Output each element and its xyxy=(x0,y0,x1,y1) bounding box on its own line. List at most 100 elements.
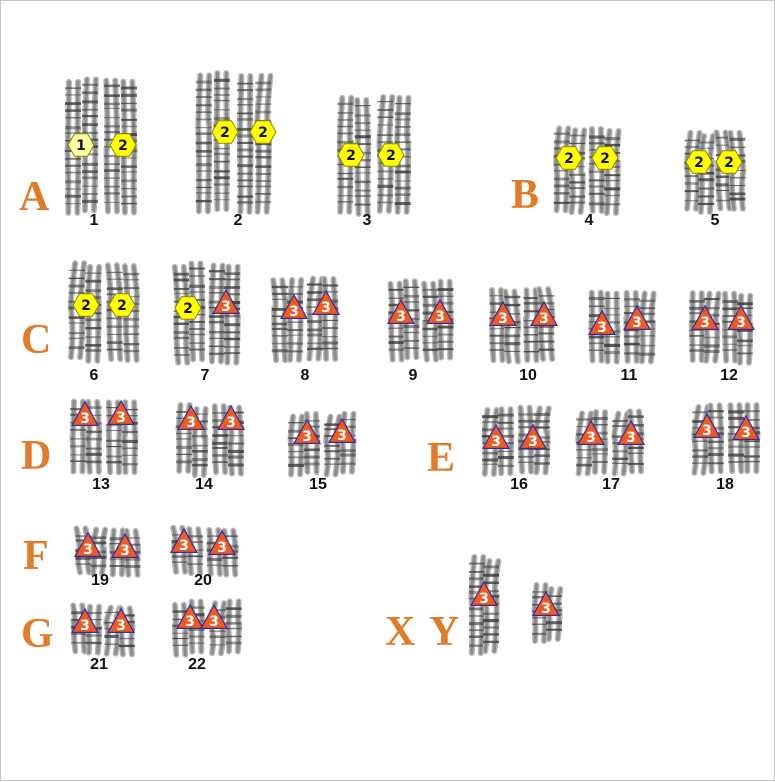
hexagon-marker-icon: 2 xyxy=(715,150,743,174)
svg-text:1: 1 xyxy=(76,138,86,154)
svg-text:3: 3 xyxy=(83,542,93,558)
svg-text:2: 2 xyxy=(258,125,268,141)
hexagon-marker-icon: 2 xyxy=(685,150,713,174)
chromosome-number: 4 xyxy=(584,212,594,229)
triangle-marker-icon: 3 xyxy=(616,419,646,446)
chromatid xyxy=(306,275,326,362)
chromosome-15 xyxy=(287,410,357,478)
triangle-marker-icon: 3 xyxy=(531,590,561,617)
svg-text:3: 3 xyxy=(498,311,508,327)
triangle-marker-icon: 3 xyxy=(292,418,322,445)
svg-text:3: 3 xyxy=(435,309,445,325)
svg-text:2: 2 xyxy=(118,138,128,154)
triangle-marker-icon: 3 xyxy=(518,423,548,450)
svg-text:2: 2 xyxy=(220,125,230,141)
triangle-marker-icon: 3 xyxy=(70,607,100,634)
svg-text:3: 3 xyxy=(321,300,331,316)
group-label-x: X xyxy=(385,609,416,655)
svg-text:3: 3 xyxy=(209,614,219,630)
svg-text:3: 3 xyxy=(221,299,231,315)
svg-text:2: 2 xyxy=(81,298,91,314)
chromosome-number: 15 xyxy=(309,476,327,493)
hexagon-marker-icon: 2 xyxy=(108,293,136,317)
svg-text:3: 3 xyxy=(491,434,501,450)
triangle-marker-icon: 3 xyxy=(692,412,722,439)
triangle-marker-icon: 3 xyxy=(488,300,518,327)
chromatid xyxy=(603,127,622,216)
group-label-y: Y xyxy=(429,609,460,655)
svg-text:2: 2 xyxy=(346,148,356,164)
svg-text:3: 3 xyxy=(541,601,551,617)
chromosome-number: 7 xyxy=(200,367,210,384)
triangle-marker-icon: 3 xyxy=(731,414,761,441)
svg-text:3: 3 xyxy=(539,311,549,327)
chromosome-number: 17 xyxy=(602,476,620,493)
hexagon-marker-icon: 2 xyxy=(591,146,619,170)
svg-text:3: 3 xyxy=(528,434,538,450)
svg-text:2: 2 xyxy=(386,148,396,164)
chromosome-number: 8 xyxy=(300,367,310,384)
hexagon-marker-icon: 2 xyxy=(249,120,277,144)
svg-text:3: 3 xyxy=(179,538,189,554)
svg-text:2: 2 xyxy=(694,155,704,171)
svg-text:3: 3 xyxy=(289,304,299,320)
group-label-f: F xyxy=(23,533,49,579)
svg-text:3: 3 xyxy=(586,430,596,446)
svg-text:3: 3 xyxy=(80,411,90,427)
group-label-a: A xyxy=(19,174,50,220)
triangle-marker-icon: 3 xyxy=(70,400,100,427)
hexagon-marker-icon: 2 xyxy=(337,143,365,167)
svg-text:2: 2 xyxy=(600,151,610,167)
chromatid xyxy=(270,277,289,364)
triangle-marker-icon: 3 xyxy=(587,309,617,336)
svg-text:3: 3 xyxy=(597,320,607,336)
triangle-marker-icon: 3 xyxy=(106,399,136,426)
chromosome-number: 16 xyxy=(510,476,528,493)
group-label-b: B xyxy=(511,172,540,218)
hexagon-marker-icon: 2 xyxy=(109,133,137,157)
svg-text:2: 2 xyxy=(564,151,574,167)
svg-text:3: 3 xyxy=(396,309,406,325)
svg-text:3: 3 xyxy=(700,315,710,331)
triangle-marker-icon: 3 xyxy=(481,423,511,450)
triangle-marker-icon: 3 xyxy=(311,289,341,316)
chromosome-4 xyxy=(553,125,622,216)
chromosome-number: 2 xyxy=(233,212,243,229)
hexagon-marker-icon: 2 xyxy=(211,120,239,144)
chromosome-number: 21 xyxy=(90,656,108,673)
triangle-marker-icon: 3 xyxy=(529,300,559,327)
hexagon-marker-icon: 2 xyxy=(72,293,100,317)
chromatid xyxy=(236,72,254,215)
chromosome-number: 19 xyxy=(91,572,109,589)
triangle-marker-icon: 3 xyxy=(622,304,652,331)
chromatid xyxy=(323,413,343,478)
group-label-g: G xyxy=(21,611,54,657)
chromosome-number: 1 xyxy=(89,212,99,229)
svg-text:2: 2 xyxy=(724,155,734,171)
hexagon-marker-icon: 2 xyxy=(555,146,583,170)
svg-text:3: 3 xyxy=(632,315,642,331)
chromatid xyxy=(287,413,306,478)
chromatid xyxy=(697,132,716,215)
chromosome-number: 20 xyxy=(194,572,212,589)
triangle-marker-icon: 3 xyxy=(175,603,205,630)
triangle-marker-icon: 3 xyxy=(469,580,499,607)
svg-text:3: 3 xyxy=(120,543,130,559)
triangle-marker-icon: 3 xyxy=(73,531,103,558)
svg-text:3: 3 xyxy=(217,540,227,556)
svg-text:3: 3 xyxy=(741,425,751,441)
triangle-marker-icon: 3 xyxy=(726,304,756,331)
triangle-marker-icon: 3 xyxy=(279,293,309,320)
svg-text:3: 3 xyxy=(337,428,347,444)
hexagon-marker-icon: 2 xyxy=(174,296,202,320)
chromatid xyxy=(321,275,339,362)
triangle-marker-icon: 3 xyxy=(216,404,246,431)
svg-text:3: 3 xyxy=(626,430,636,446)
chromosome-number: 18 xyxy=(716,476,734,493)
chromosome-number: 11 xyxy=(620,367,638,384)
chromosome-number: 9 xyxy=(408,367,418,384)
chromatid xyxy=(721,290,740,364)
triangle-marker-icon: 3 xyxy=(110,532,140,559)
